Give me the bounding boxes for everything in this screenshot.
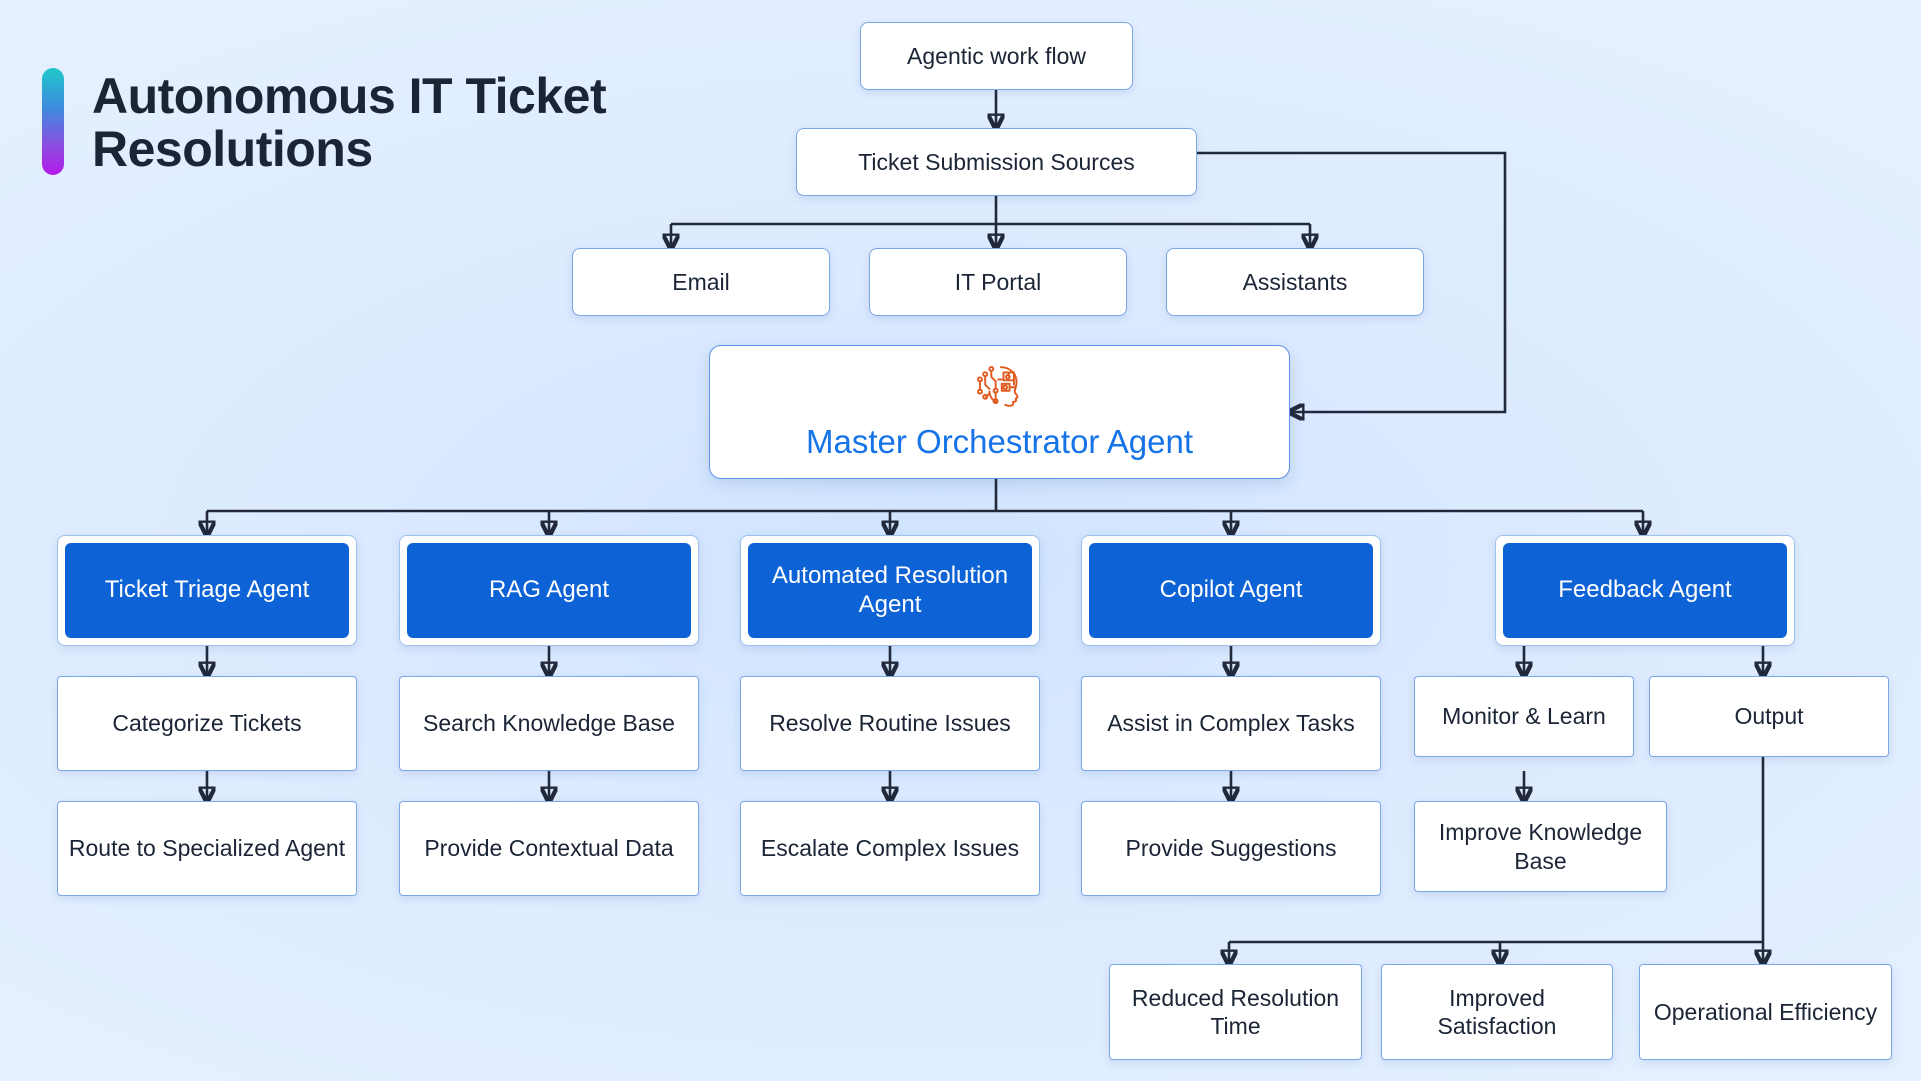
- node-step-assist-in-complex-tasks[interactable]: Assist in Complex Tasks: [1081, 676, 1381, 771]
- agent-label: Automated Resolution Agent: [748, 543, 1032, 638]
- node-step-search-knowledge-base[interactable]: Search Knowledge Base: [399, 676, 699, 771]
- node-step-provide-suggestions[interactable]: Provide Suggestions: [1081, 801, 1381, 896]
- node-outcome-improved-satisfaction[interactable]: Improved Satisfaction: [1381, 964, 1613, 1060]
- node-outcome-reduced-resolution-time[interactable]: Reduced Resolution Time: [1109, 964, 1362, 1060]
- node-step-escalate-complex-issues[interactable]: Escalate Complex Issues: [740, 801, 1040, 896]
- node-agent-feedback[interactable]: Feedback Agent: [1495, 535, 1795, 646]
- title-accent-bar: [42, 68, 64, 175]
- node-source-assistants[interactable]: Assistants: [1166, 248, 1424, 316]
- node-source-it-portal[interactable]: IT Portal: [869, 248, 1127, 316]
- node-step-route-to-specialized-agent[interactable]: Route to Specialized Agent: [57, 801, 357, 896]
- orchestrator-label: Master Orchestrator Agent: [806, 422, 1193, 460]
- agent-label: Ticket Triage Agent: [65, 543, 349, 638]
- node-outcome-operational-efficiency[interactable]: Operational Efficiency: [1639, 964, 1892, 1060]
- agent-label: Copilot Agent: [1089, 543, 1373, 638]
- node-ticket-submission-sources[interactable]: Ticket Submission Sources: [796, 128, 1197, 196]
- page-title-block: Autonomous IT Ticket Resolutions: [42, 68, 607, 177]
- node-agent-rag[interactable]: RAG Agent: [399, 535, 699, 646]
- node-step-improve-knowledge-base[interactable]: Improve Knowledge Base: [1414, 801, 1667, 892]
- node-step-resolve-routine-issues[interactable]: Resolve Routine Issues: [740, 676, 1040, 771]
- node-step-monitor-and-learn[interactable]: Monitor & Learn: [1414, 676, 1634, 757]
- ai-circuit-head-icon: [972, 362, 1028, 416]
- agent-label: RAG Agent: [407, 543, 691, 638]
- page-title: Autonomous IT Ticket Resolutions: [92, 68, 607, 177]
- node-agent-copilot[interactable]: Copilot Agent: [1081, 535, 1381, 646]
- node-source-email[interactable]: Email: [572, 248, 830, 316]
- node-step-provide-contextual-data[interactable]: Provide Contextual Data: [399, 801, 699, 896]
- node-agent-ticket-triage[interactable]: Ticket Triage Agent: [57, 535, 357, 646]
- node-step-categorize-tickets[interactable]: Categorize Tickets: [57, 676, 357, 771]
- node-agentic-work-flow[interactable]: Agentic work flow: [860, 22, 1133, 90]
- agent-label: Feedback Agent: [1503, 543, 1787, 638]
- node-output[interactable]: Output: [1649, 676, 1889, 757]
- node-agent-automated-resolution[interactable]: Automated Resolution Agent: [740, 535, 1040, 646]
- node-master-orchestrator-agent[interactable]: Master Orchestrator Agent: [709, 345, 1290, 479]
